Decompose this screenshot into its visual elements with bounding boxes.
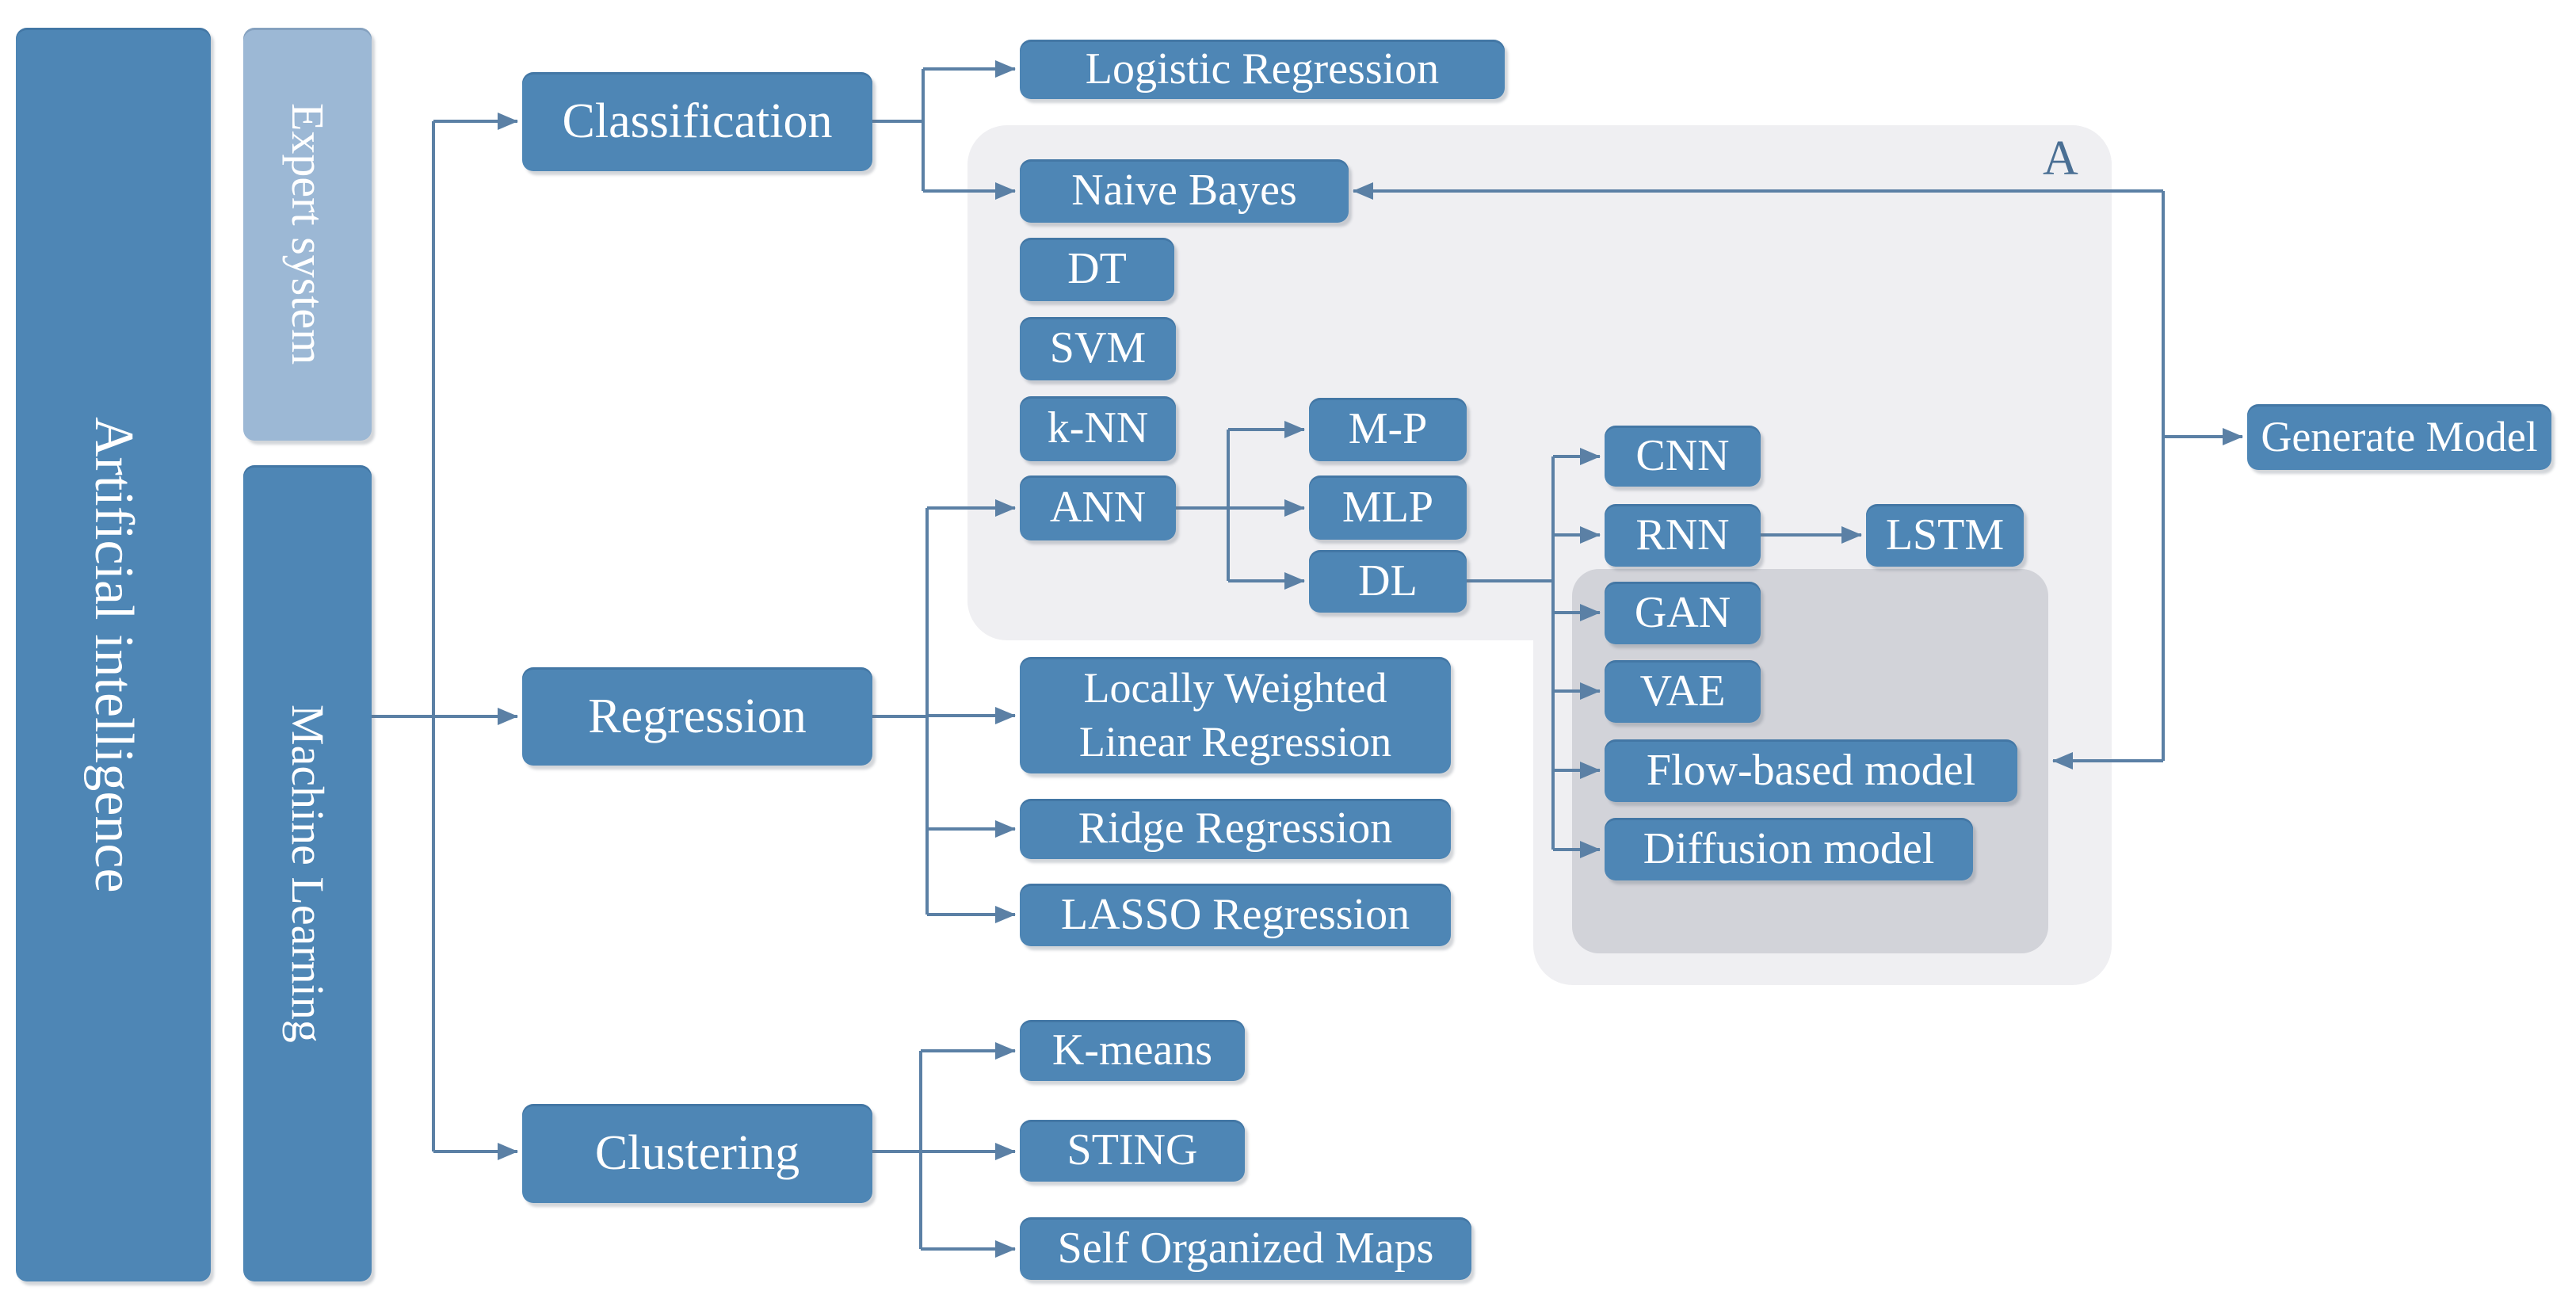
node-lstm: LSTM xyxy=(1866,504,2024,567)
node-dt: DT xyxy=(1020,238,1174,301)
node-naive-bayes: Naive Bayes xyxy=(1020,159,1349,223)
node-generate-model: Generate Model xyxy=(2247,404,2551,470)
node-self-organized-maps: Self Organized Maps xyxy=(1020,1217,1471,1280)
node-svm: SVM xyxy=(1020,317,1176,380)
node-vae: VAE xyxy=(1605,660,1761,723)
node-cnn: CNN xyxy=(1605,426,1761,487)
node-rnn: RNN xyxy=(1605,504,1761,567)
node-dl: DL xyxy=(1309,550,1467,613)
node-artificial-intelligence: Artificial intelligence xyxy=(16,28,211,1281)
node-lasso-regression: LASSO Regression xyxy=(1020,884,1451,946)
node-clustering: Clustering xyxy=(522,1104,872,1203)
node-diffusion-model: Diffusion model xyxy=(1605,818,1973,880)
node-flow-based-model: Flow-based model xyxy=(1605,739,2017,802)
node-ridge-regression: Ridge Regression xyxy=(1020,799,1451,859)
node-mp: M-P xyxy=(1309,398,1467,461)
node-machine-learning: Machine Learning xyxy=(243,465,372,1281)
node-regression: Regression xyxy=(522,667,872,766)
node-logistic-regression: Logistic Regression xyxy=(1020,40,1505,99)
node-sting: STING xyxy=(1020,1120,1245,1182)
loop-label-a: A xyxy=(2043,132,2078,185)
node-gan: GAN xyxy=(1605,582,1761,644)
node-locally-weighted-linear-regression: Locally Weighted Linear Regression xyxy=(1020,657,1451,773)
node-mlp: MLP xyxy=(1309,475,1467,540)
node-knn: k-NN xyxy=(1020,396,1176,461)
node-ann: ANN xyxy=(1020,475,1176,540)
node-classification: Classification xyxy=(522,72,872,171)
node-kmeans: K-means xyxy=(1020,1020,1245,1081)
node-expert-system: Expert system xyxy=(243,28,372,441)
